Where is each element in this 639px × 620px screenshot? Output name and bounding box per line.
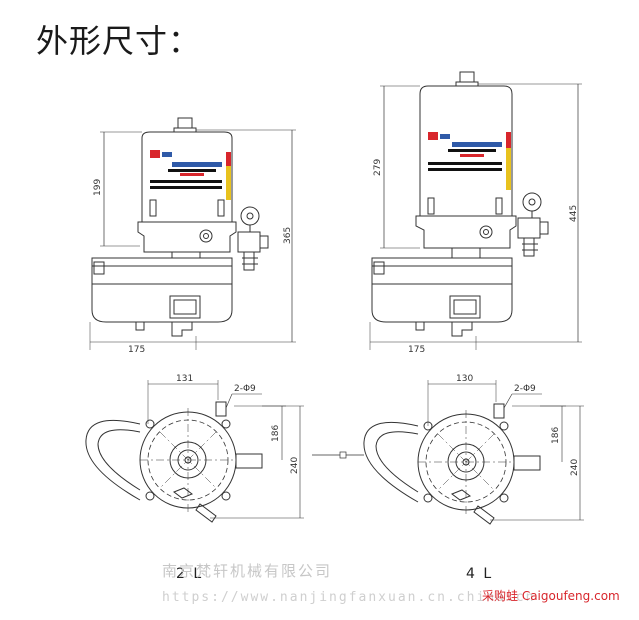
watermark-company: 南京梵轩机械有限公司: [162, 562, 333, 580]
dim-top-total-4l: 240: [570, 459, 580, 476]
dim-total-height-2l: 365: [283, 227, 293, 244]
dim-tank-height-4l: 279: [373, 159, 383, 176]
dim-top-total-2l: 240: [290, 457, 300, 474]
dim-holes-4l: 2-Φ9: [514, 384, 536, 394]
dim-width-2l: 175: [128, 345, 145, 355]
page-title: 外形尺寸：: [36, 22, 202, 60]
dim-depth-4l: 186: [551, 427, 561, 444]
dim-top-width-4l: 130: [456, 374, 473, 384]
dim-width-4l: 175: [408, 345, 425, 355]
front-view-2l: [89, 117, 296, 350]
dim-total-height-4l: 445: [569, 205, 579, 222]
view-connector: [312, 451, 364, 459]
capacity-label-4l: 4 L: [466, 566, 494, 582]
dim-tank-height-2l: 199: [93, 179, 103, 196]
dim-depth-2l: 186: [271, 425, 281, 442]
dim-top-width-2l: 131: [176, 374, 193, 384]
capacity-label-2l: 2 L: [176, 566, 204, 582]
top-view-4l: [363, 380, 584, 525]
product-label-2l: [150, 150, 231, 200]
watermark-url: https://www.nanjingfanxuan.cn.china.cn: [162, 590, 536, 605]
watermark-site: 采购蛙 Caigoufeng.com: [482, 589, 620, 603]
product-label-4l: [428, 132, 511, 190]
front-view-4l: [369, 71, 582, 350]
top-view-2l: [85, 380, 304, 523]
dim-holes-2l: 2-Φ9: [234, 384, 256, 394]
